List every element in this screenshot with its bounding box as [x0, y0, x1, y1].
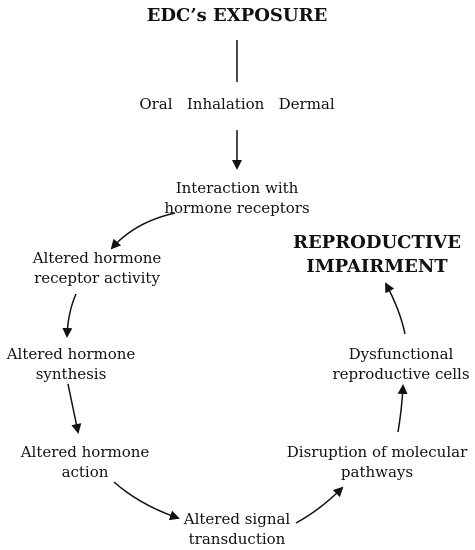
route-oral: Oral	[139, 95, 173, 113]
node-interaction-line-2: hormone receptors	[164, 199, 310, 217]
node-molecular-line-2: pathways	[340, 463, 414, 481]
arrow-action-to-signal	[113, 481, 180, 521]
node-interaction-line-1: Interaction with	[175, 179, 299, 197]
exposure-routes: Oral Inhalation Dermal	[117, 94, 357, 114]
node-action: Altered hormone action	[10, 442, 160, 482]
route-dermal: Dermal	[278, 95, 335, 113]
arrow-molecular-to-cells	[397, 384, 408, 433]
node-impairment: REPRODUCTIVE IMPAIRMENT	[292, 231, 462, 279]
arrow-interaction-to-receptor-activity	[110, 212, 176, 250]
node-synthesis-line-2: synthesis	[35, 365, 107, 383]
node-action-line-1: Altered hormone	[20, 443, 150, 461]
node-signal: Altered signal transduction	[167, 509, 307, 549]
route-inhalation: Inhalation	[186, 95, 265, 113]
arrow-synthesis-to-action	[67, 383, 82, 434]
node-receptor-activity: Altered hormone receptor activity	[22, 248, 172, 288]
node-signal-line-2: transduction	[188, 530, 286, 548]
node-impairment-line-1: REPRODUCTIVE	[293, 232, 461, 253]
arrow-cells-to-impairment	[385, 282, 406, 335]
arrow-receptor-activity-to-synthesis	[62, 293, 77, 338]
node-cells-line-2: reproductive cells	[332, 365, 470, 383]
node-synthesis: Altered hormone synthesis	[0, 344, 146, 384]
node-impairment-line-2: IMPAIRMENT	[306, 256, 448, 277]
node-molecular-line-1: Disruption of molecular	[286, 443, 468, 461]
node-molecular: Disruption of molecular pathways	[282, 442, 472, 482]
node-receptor-activity-line-1: Altered hormone	[32, 249, 162, 267]
node-cells-line-1: Dysfunctional	[348, 345, 454, 363]
node-interaction: Interaction with hormone receptors	[147, 178, 327, 218]
diagram-title-text: EDC’s EXPOSURE	[146, 5, 328, 26]
node-action-line-2: action	[61, 463, 109, 481]
node-signal-line-1: Altered signal	[183, 510, 291, 528]
arrow-signal-to-molecular	[295, 486, 344, 524]
node-synthesis-line-1: Altered hormone	[6, 345, 136, 363]
node-cells: Dysfunctional reproductive cells	[326, 344, 475, 384]
node-receptor-activity-line-2: receptor activity	[34, 269, 160, 287]
diagram-title: EDC’s EXPOSURE	[137, 4, 337, 28]
